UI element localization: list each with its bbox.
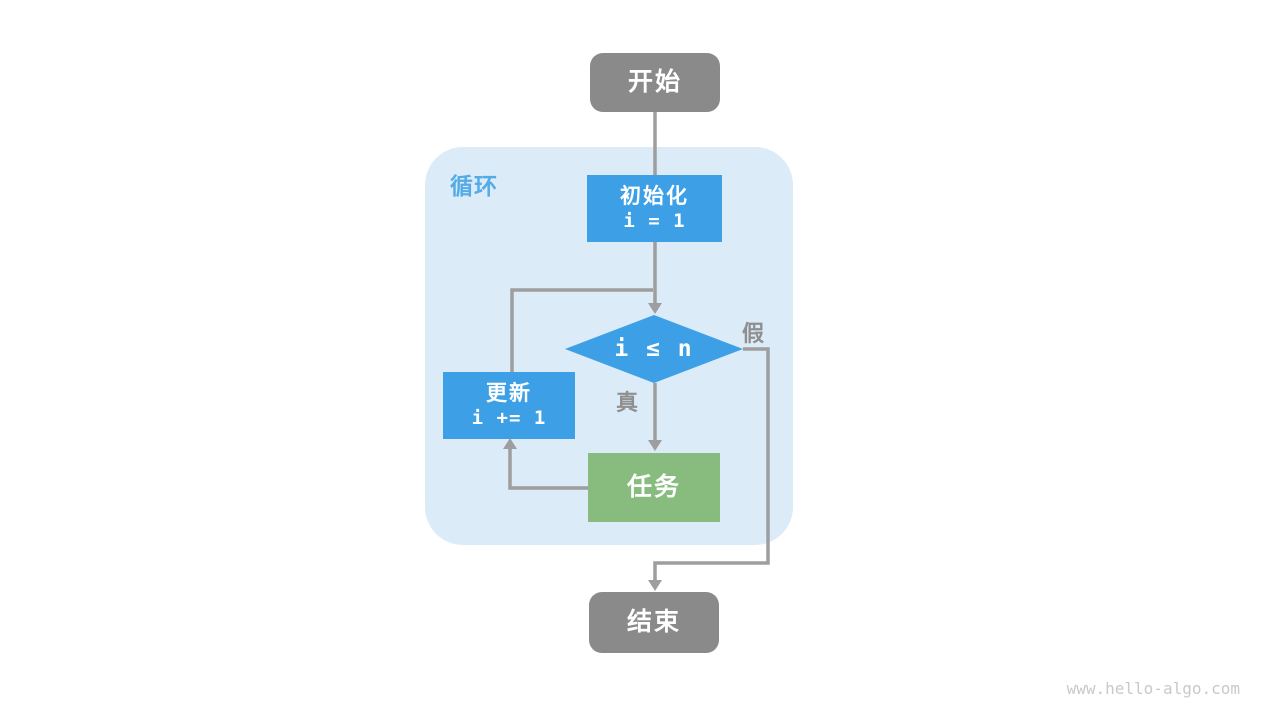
task-node-label: 任务 bbox=[626, 472, 681, 501]
init-node: 初始化 i = 1 bbox=[587, 175, 722, 242]
arrowhead-into-task-icon bbox=[648, 440, 662, 451]
edge-condition-false-to-end bbox=[653, 347, 770, 584]
init-node-code: i = 1 bbox=[623, 209, 686, 232]
arrowhead-into-condition-icon bbox=[648, 303, 662, 314]
task-node: 任务 bbox=[588, 453, 720, 522]
condition-node: i ≤ n bbox=[565, 315, 743, 383]
condition-node-code: i ≤ n bbox=[614, 336, 694, 362]
arrowhead-into-end-icon bbox=[648, 580, 662, 591]
edge-update-to-condition bbox=[510, 288, 653, 372]
end-node-label: 结束 bbox=[626, 607, 681, 636]
condition-diamond-shape bbox=[565, 315, 743, 383]
loop-region-label: 循环 bbox=[450, 173, 498, 199]
edge-task-to-update bbox=[508, 448, 588, 490]
update-node: 更新 i += 1 bbox=[443, 372, 575, 439]
update-node-code: i += 1 bbox=[471, 406, 547, 429]
start-node-label: 开始 bbox=[627, 67, 682, 96]
false-branch-label: 假 bbox=[742, 321, 765, 346]
start-node: 开始 bbox=[590, 53, 720, 112]
init-node-label: 初始化 bbox=[620, 184, 689, 208]
arrowhead-into-update-icon bbox=[503, 438, 517, 449]
end-node: 结束 bbox=[589, 592, 719, 653]
update-node-label: 更新 bbox=[486, 381, 532, 405]
true-branch-label: 真 bbox=[616, 390, 639, 415]
watermark-text: www.hello-algo.com bbox=[1066, 679, 1240, 698]
